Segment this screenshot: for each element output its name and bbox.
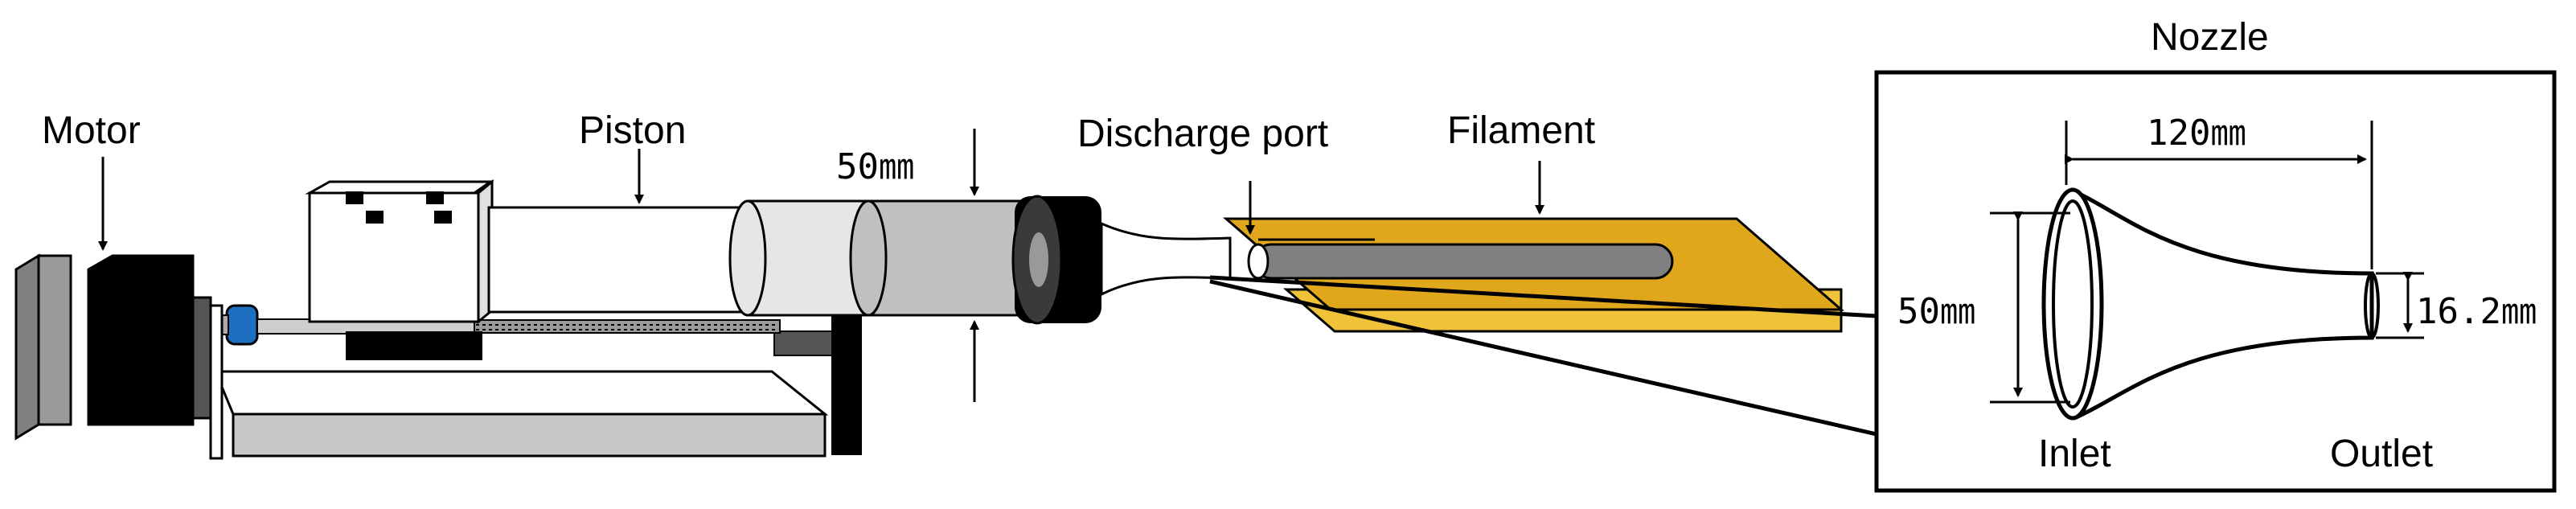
dim-inlet-label: 50㎜: [1897, 291, 1975, 332]
piston-label: Piston: [579, 109, 686, 152]
nozzle-detail-frame: [1874, 70, 2557, 493]
nozzle-inlet-outer: [2041, 187, 2104, 421]
nozzle-small: [1100, 221, 1232, 297]
nozzle-outlet-rim: [2364, 272, 2380, 339]
carriage-block: [305, 179, 494, 360]
dim-piston-label: 50㎜: [836, 146, 914, 187]
nozzle-inlet-inner: [2052, 199, 2094, 408]
motor-label: Motor: [42, 109, 141, 152]
motor-body: [87, 254, 195, 426]
nozzle-detail-outline: [2073, 189, 2374, 421]
piston-cylinder: [487, 195, 1101, 325]
base-rail: [209, 304, 862, 460]
nozzle-detail-panel: [1874, 70, 2557, 493]
outlet-label: Outlet: [2330, 433, 2433, 475]
dim-length-label: 120㎜: [2147, 113, 2246, 154]
motor-coupling: [225, 304, 259, 346]
nozzle-label: Nozzle: [2151, 16, 2269, 59]
dim-outlet-label: 16.2㎜: [2416, 291, 2537, 332]
motor-assembly: [14, 253, 259, 441]
cylinder-dark-section: [867, 199, 1039, 317]
zoom-line-bottom: [1209, 279, 1877, 437]
motor-back-plate: [14, 253, 40, 441]
discharge-port-label: Discharge port: [1077, 113, 1328, 155]
zoom-line-top: [1209, 275, 1877, 318]
piston-rod: [487, 206, 760, 314]
leader-arrows: [98, 129, 1544, 402]
filament-plate: [1222, 217, 1845, 333]
inlet-label: Inlet: [2038, 433, 2111, 475]
filament-rod: [1253, 243, 1674, 280]
labels: Motor Piston 50㎜ Discharge port Filament…: [42, 16, 2537, 475]
motor-back-plate-face: [37, 254, 72, 426]
rail-support-post: [831, 312, 862, 455]
motor-front-flange: [191, 296, 212, 420]
filament-label: Filament: [1447, 109, 1595, 152]
